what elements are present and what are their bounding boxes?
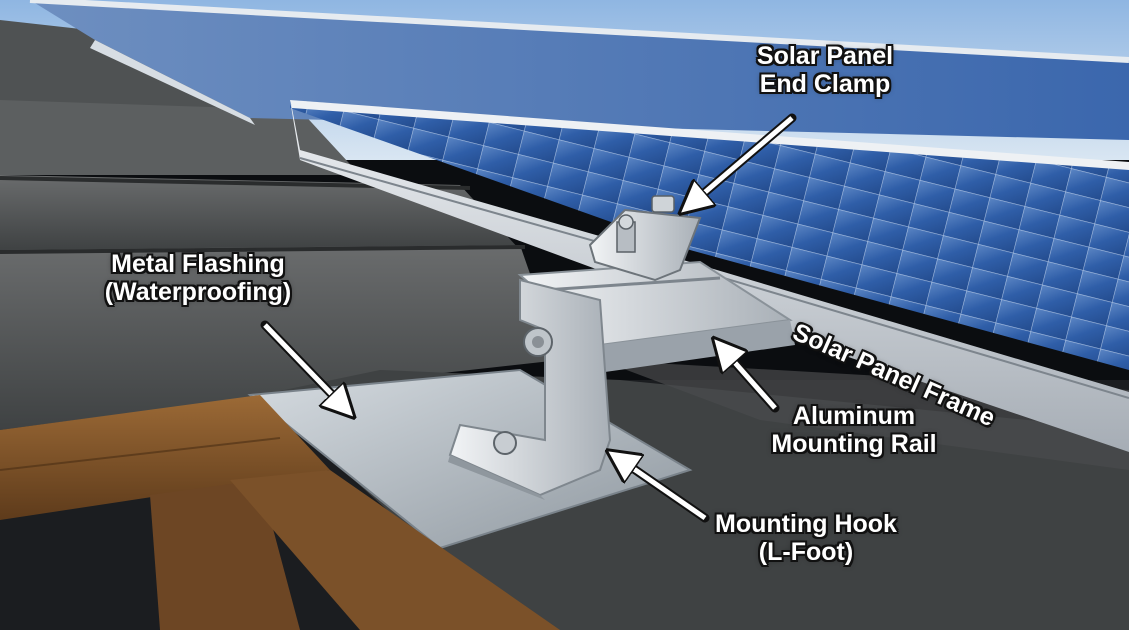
arrow-icon xyxy=(722,348,777,410)
label-solar-panel-end-clamp: Solar Panel End Clamp xyxy=(756,42,894,98)
mounting-hook xyxy=(448,278,612,500)
label-aluminum-mounting-rail: Aluminum Mounting Rail xyxy=(771,402,937,458)
arrow-icon xyxy=(618,458,707,521)
label-mounting-hook: Mounting Hook (L-Foot) xyxy=(715,510,897,566)
callout-arrows xyxy=(260,113,797,523)
end-clamp xyxy=(588,195,702,282)
arrow-icon xyxy=(690,116,794,205)
wood-fascia xyxy=(0,395,560,630)
arrow-icon xyxy=(263,323,345,408)
label-metal-flashing: Metal Flashing (Waterproofing) xyxy=(104,250,292,306)
